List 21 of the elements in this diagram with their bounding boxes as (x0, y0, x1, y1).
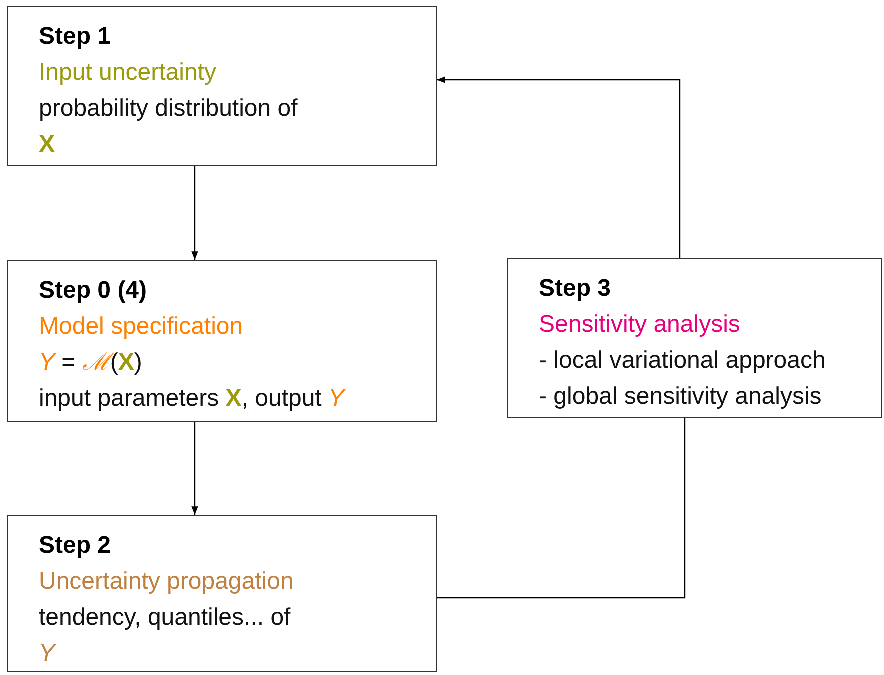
step-text: tendency, quantiles... of Y (39, 603, 292, 669)
step-title: Model specification (39, 312, 244, 342)
step-title: Uncertainty propagation (39, 567, 294, 597)
step-text: Y = ℳ(X) (39, 348, 142, 378)
step-heading: Step 2 (39, 531, 112, 561)
step-text: input parameters X, output Y (39, 384, 345, 414)
step-heading: Step 0 (4) (39, 276, 148, 306)
step-text: probability distribution of X (39, 94, 299, 160)
step-title: Input uncertainty (39, 58, 216, 88)
step-text: - global sensitivity analysis (539, 382, 822, 412)
step-box (7, 260, 437, 422)
arrow (192, 166, 198, 260)
step-heading: Step 1 (39, 22, 112, 52)
step-box (507, 258, 882, 418)
step-text: - local variational approach (539, 346, 826, 376)
step-box (7, 6, 437, 166)
step-title: Sensitivity analysis (539, 310, 740, 340)
arrow (437, 76, 681, 258)
arrow (192, 422, 198, 515)
step-box (7, 515, 437, 672)
step-heading: Step 3 (539, 274, 612, 304)
